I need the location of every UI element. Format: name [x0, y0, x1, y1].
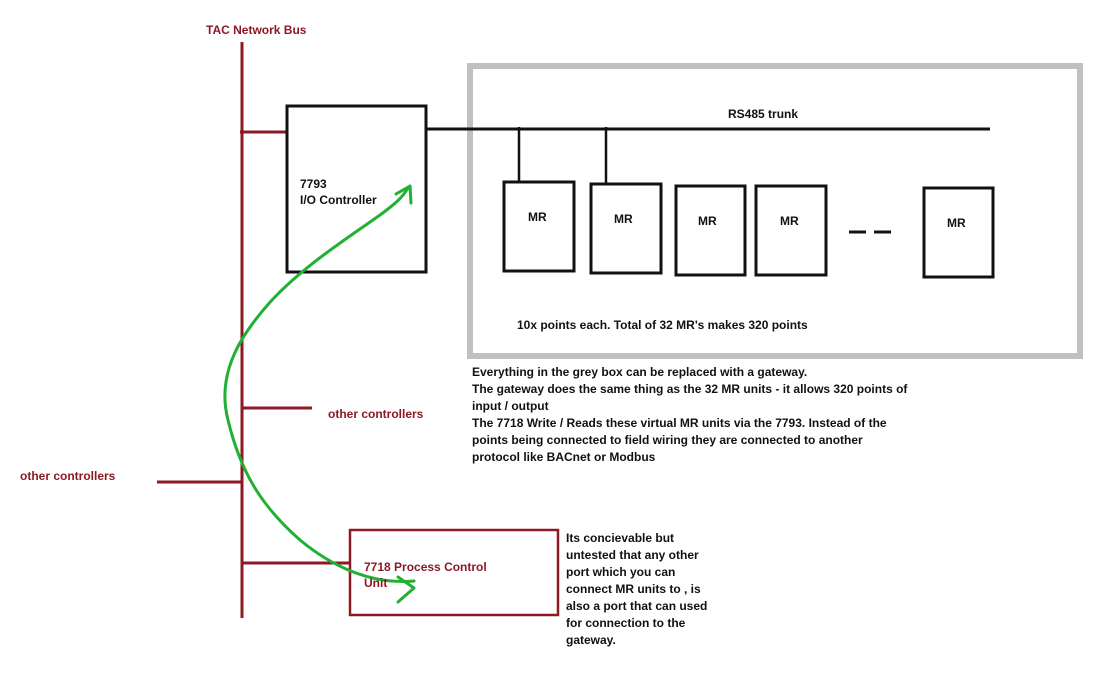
- port-note-line: gateway.: [566, 633, 616, 647]
- arrowhead-bottom: [396, 575, 416, 604]
- process-control-unit-box: [348, 528, 560, 617]
- mr-unit-label: MR: [614, 212, 633, 226]
- gateway-note: Everything in the grey box can be replac…: [472, 364, 907, 466]
- process-unit-label-line1: 7718 Process Control: [364, 560, 487, 574]
- port-note-line: Its concievable but: [566, 531, 675, 545]
- gateway-note-line: input / output: [472, 399, 549, 413]
- mr-unit-label: MR: [947, 216, 966, 230]
- points-note: 10x points each. Total of 32 MR's makes …: [517, 318, 808, 332]
- port-note-line: port which you can: [566, 565, 676, 579]
- gateway-note-line: The gateway does the same thing as the 3…: [472, 382, 908, 396]
- mr-unit-box: [589, 182, 663, 275]
- gateway-grey-box: [467, 63, 1083, 359]
- port-note: Its concievable but untested that any ot…: [566, 530, 707, 649]
- port-note-line: for connection to the: [566, 616, 686, 630]
- other-controllers-label-left: other controllers: [20, 469, 116, 483]
- gateway-note-line: Everything in the grey box can be replac…: [472, 365, 808, 379]
- io-controller-box: [285, 104, 428, 274]
- io-controller-model: 7793: [300, 177, 327, 191]
- rs485-trunk-label: RS485 trunk: [728, 107, 799, 121]
- mr-unit-box: [502, 180, 576, 273]
- mr-unit-box: [922, 186, 995, 279]
- other-controllers-label-right: other controllers: [328, 407, 424, 421]
- mr-unit-box: [674, 184, 747, 277]
- bus-title: TAC Network Bus: [206, 23, 307, 37]
- port-note-line: also a port that can used: [566, 599, 708, 613]
- mr-unit-box: [754, 184, 828, 277]
- io-controller-name: I/O Controller: [300, 193, 377, 207]
- gateway-note-line: protocol like BACnet or Modbus: [472, 450, 656, 464]
- green-data-path-arrow: [223, 186, 416, 584]
- mr-unit-label: MR: [780, 214, 799, 228]
- gateway-note-line: The 7718 Write / Reads these virtual MR …: [472, 416, 887, 430]
- mr-unit-label: MR: [528, 210, 547, 224]
- gateway-note-line: points being connected to field wiring t…: [472, 433, 863, 447]
- port-note-line: untested that any other: [566, 548, 699, 562]
- arrowhead-top: [394, 184, 413, 205]
- mr-unit-label: MR: [698, 214, 717, 228]
- port-note-line: connect MR units to , is: [566, 582, 701, 596]
- process-unit-label-line2: Unit: [364, 576, 388, 590]
